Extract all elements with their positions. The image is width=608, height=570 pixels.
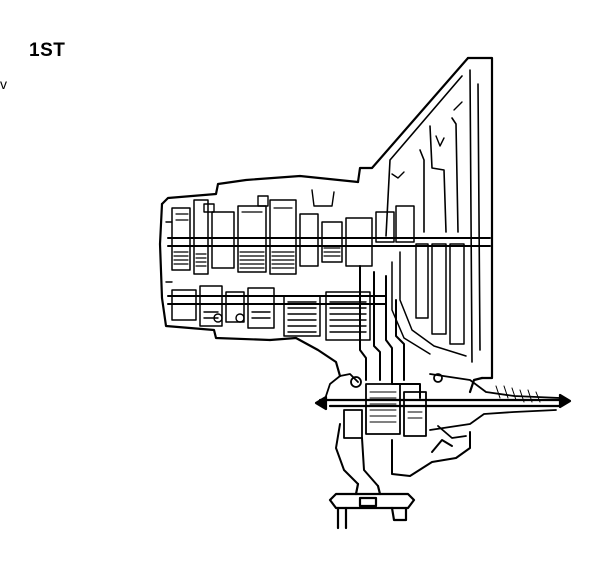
section-hatching bbox=[369, 385, 541, 423]
transfer-drive bbox=[359, 265, 421, 399]
housing-outline bbox=[158, 56, 494, 394]
lower-gear-stack bbox=[171, 285, 371, 341]
output-axle bbox=[314, 393, 572, 411]
main-shaft bbox=[167, 237, 491, 305]
upper-gear-teeth bbox=[173, 207, 341, 269]
lower-gear-teeth bbox=[203, 301, 367, 333]
gear-label: 1ST bbox=[29, 40, 66, 61]
converter-housing-wall bbox=[385, 69, 481, 363]
detail-parts bbox=[165, 101, 463, 323]
differential bbox=[325, 373, 561, 439]
clutch-pack bbox=[375, 205, 467, 357]
mount-bracket bbox=[328, 482, 416, 530]
edge-mark: v bbox=[0, 76, 7, 92]
lower-case bbox=[335, 423, 471, 487]
